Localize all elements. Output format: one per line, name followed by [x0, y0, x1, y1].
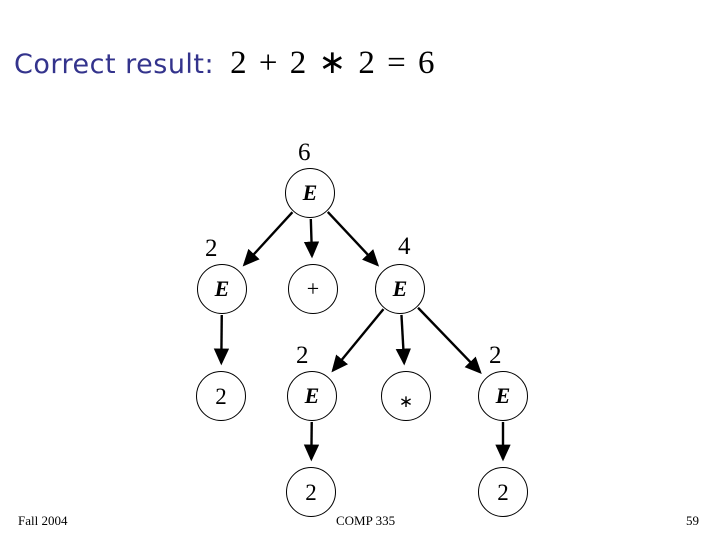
tree-node-annotation-n7: 2: [489, 342, 502, 369]
slide-footer: Fall 2004 COMP 335 59: [0, 513, 720, 535]
tree-node-label: +: [306, 276, 320, 301]
tree-edge: [417, 306, 482, 374]
tree-node-label: E: [392, 276, 408, 301]
slide-title: Correct result: 2 + 2 ∗ 2 = 6: [14, 42, 437, 82]
tree-node-label: E: [214, 276, 230, 301]
tree-node-annotation-n0: 6: [298, 139, 311, 166]
tree-node-n0: E: [285, 168, 335, 218]
tree-node-annotation-n3: 4: [398, 233, 411, 260]
tree-node-n4: 2: [196, 371, 246, 421]
tree-edge: [242, 211, 294, 267]
tree-edge: [326, 211, 380, 267]
tree-node-label: 2: [215, 383, 227, 409]
tree-edge: [331, 308, 385, 373]
tree-node-label: E: [495, 383, 511, 408]
tree-edges: [213, 211, 511, 462]
footer-term: Fall 2004: [18, 513, 68, 528]
tree-node-label: E: [302, 180, 318, 205]
tree-node-n6: ∗: [381, 371, 431, 421]
tree-node-label: ∗: [398, 391, 414, 411]
tree-node-label: 2: [497, 479, 509, 505]
page-title: Correct result:: [14, 49, 215, 80]
footer-page-number: 59: [686, 513, 699, 528]
tree-edge: [303, 218, 320, 259]
tree-node-n8: 2: [286, 467, 336, 517]
tree-node-label: 2: [305, 479, 317, 505]
tree-node-n7: E: [478, 371, 528, 421]
tree-node-n3: E: [375, 264, 425, 314]
tree-node-n5: E: [287, 371, 337, 421]
tree-node-n1: E: [197, 264, 247, 314]
tree-node-label: E: [304, 383, 320, 408]
tree-node-annotation-n5: 2: [296, 342, 309, 369]
tree-node-n2: +: [288, 264, 338, 314]
tree-node-annotation-n1: 2: [205, 235, 218, 262]
footer-course: COMP 335: [336, 513, 396, 528]
tree-edge: [395, 314, 412, 366]
tree-node-n9: 2: [478, 467, 528, 517]
title-expression: 2 + 2 ∗ 2 = 6: [230, 45, 437, 81]
